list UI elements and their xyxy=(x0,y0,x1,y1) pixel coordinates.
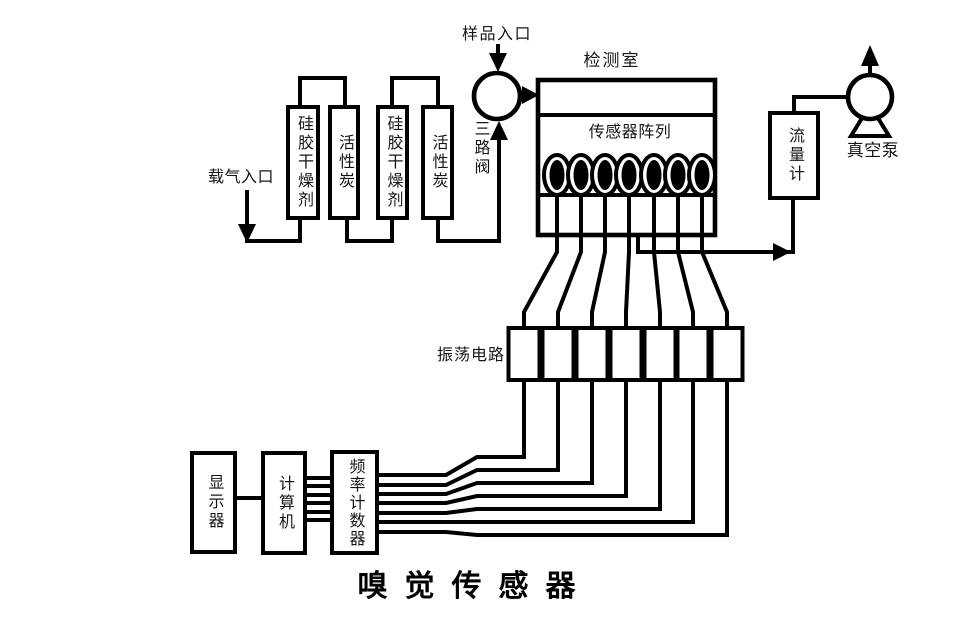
sensor-wire xyxy=(652,195,662,330)
chamber-inlet-arrow-icon xyxy=(522,86,539,104)
carrier-gas-inlet-label: 载气入口 xyxy=(207,169,274,186)
sensor-wire xyxy=(556,195,583,330)
oscillation-circuit-box xyxy=(506,326,542,382)
vacuum-pump-label: 真空泵 xyxy=(846,141,900,160)
exhaust-path-group xyxy=(636,45,895,261)
pipe-to-valve xyxy=(436,132,501,243)
gas-purification-train xyxy=(238,76,508,243)
activated-carbon-column-1-label: 活性炭 xyxy=(335,134,353,191)
oscillation-circuit-box xyxy=(709,326,745,382)
silica-gel-column-1-box xyxy=(286,105,320,220)
sensor-core xyxy=(670,160,686,190)
silica-gel-column-1-label: 硅胶干燥剂 xyxy=(294,115,312,210)
column-connector-top-1 xyxy=(298,76,347,109)
sensor-core xyxy=(694,160,710,190)
sample-inlet-label: 样品入口 xyxy=(461,26,532,43)
sensor-wire xyxy=(590,195,607,330)
three-way-valve-group xyxy=(471,44,539,122)
counter-to-oscillator-channels xyxy=(377,380,729,537)
counter-channel-line xyxy=(377,380,662,515)
vacuum-pump-symbol xyxy=(845,72,895,122)
oscillation-circuit-box xyxy=(608,326,644,382)
sample-inlet-arrow-icon xyxy=(489,53,507,72)
outlet-pipe xyxy=(636,197,795,254)
valve-inlet-arrow-icon xyxy=(490,121,508,140)
activated-carbon-column-1-box xyxy=(328,105,360,220)
computer-box xyxy=(261,451,307,555)
counter-channel-line xyxy=(377,380,695,524)
oscillation-circuit-box xyxy=(540,326,576,382)
outlet-arrow-icon xyxy=(773,243,791,261)
sensor-core xyxy=(573,160,589,190)
column-connector-top-2 xyxy=(390,76,440,109)
computer-counter-bus xyxy=(305,476,333,522)
pump-exhaust-arrow-icon xyxy=(861,45,879,66)
sensor-wires xyxy=(522,195,729,330)
silica-gel-column-2-box xyxy=(376,105,409,220)
sensor-wire xyxy=(700,195,729,330)
activated-carbon-column-2-label: 活性炭 xyxy=(429,134,447,191)
sensor-array-ellipses xyxy=(542,153,717,197)
counter-channel-line xyxy=(377,380,526,477)
sensor-core xyxy=(646,160,662,190)
three-way-valve-label: 三路阀 xyxy=(471,119,489,177)
flow-meter-label: 流量计 xyxy=(785,127,803,184)
oscillation-circuit-boxes xyxy=(506,326,745,382)
silica-gel-column-2-label: 硅胶干燥剂 xyxy=(384,115,402,210)
oscillation-circuit-box xyxy=(675,326,711,382)
computer-label: 计算机 xyxy=(275,474,293,532)
flowmeter-to-pump-pipe xyxy=(792,95,849,115)
display-box xyxy=(190,451,237,554)
sensor-array-label: 传感器阵列 xyxy=(588,124,672,141)
sensor-core xyxy=(549,160,565,190)
display-label: 显示器 xyxy=(205,474,223,531)
oscillation-circuit-label: 振荡电路 xyxy=(436,347,505,364)
detection-chamber-label: 检测室 xyxy=(583,51,641,70)
sensor-wire xyxy=(522,195,559,330)
flow-meter-box xyxy=(768,111,820,200)
counter-channel-line xyxy=(377,380,628,505)
column-connector-bottom xyxy=(345,216,394,243)
sensor-core xyxy=(597,160,613,190)
counter-channel-line xyxy=(377,380,594,496)
sensor-wire xyxy=(676,195,695,330)
carrier-gas-pipe xyxy=(245,190,302,243)
carrier-gas-arrow-icon xyxy=(238,224,256,243)
oscillation-circuit-box xyxy=(642,326,678,382)
oscillation-circuit-box xyxy=(574,326,610,382)
activated-carbon-column-2-box xyxy=(421,105,454,220)
counter-channel-line xyxy=(377,380,560,487)
sensor-core xyxy=(621,160,637,190)
counter-channel-line xyxy=(377,380,729,537)
sensor-wire xyxy=(624,195,631,330)
diagram-title: 嗅觉传感器 xyxy=(357,570,593,603)
frequency-counter-label: 频率计数器 xyxy=(346,457,364,548)
three-way-valve-symbol xyxy=(471,70,523,122)
